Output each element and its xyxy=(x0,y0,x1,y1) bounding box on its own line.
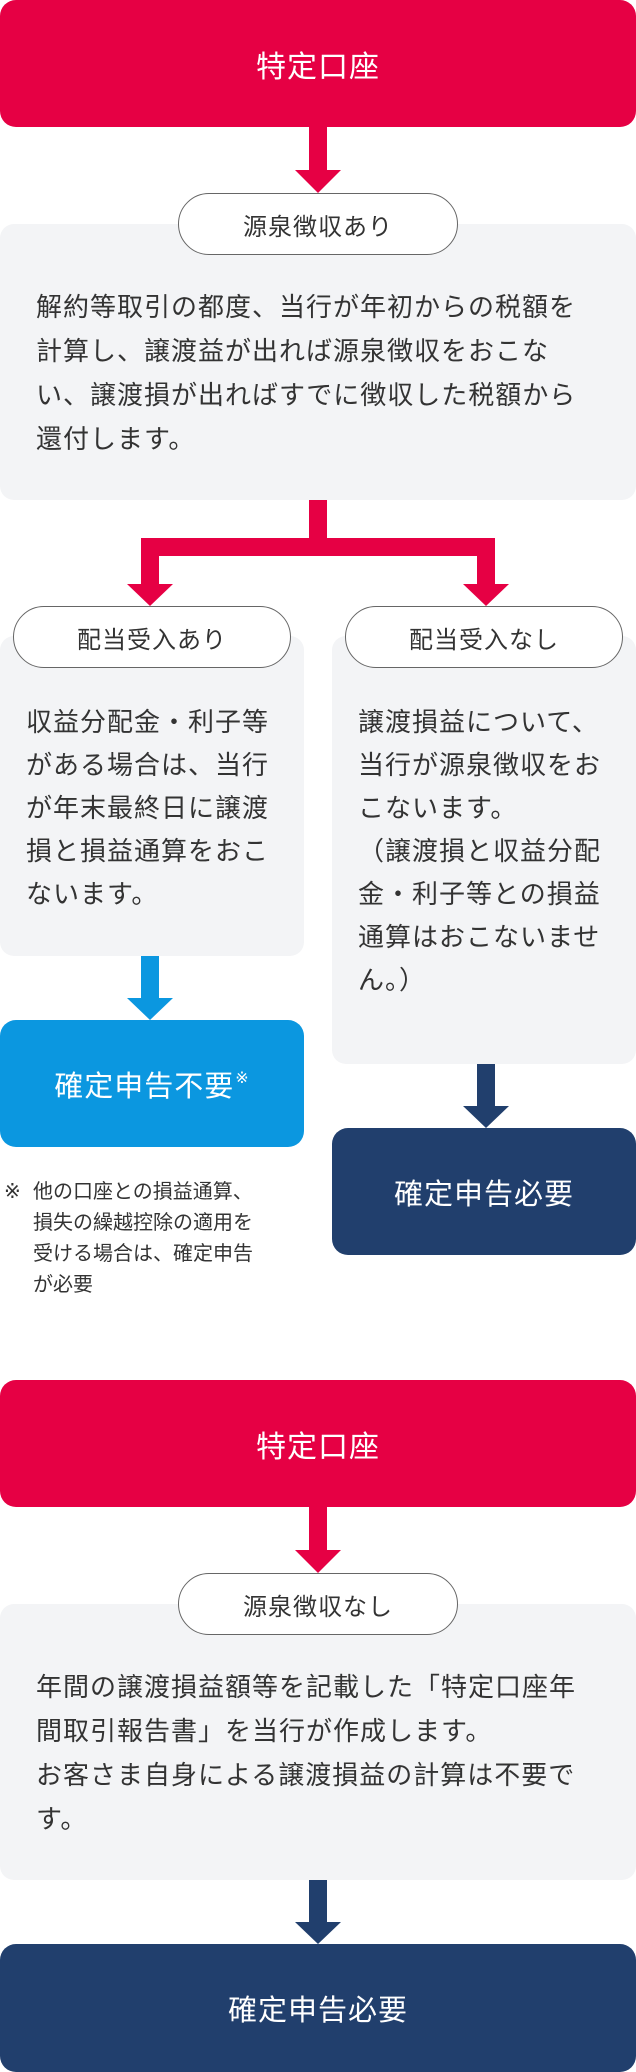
no-withholding-panel: 年間の譲渡損益額等を記載した「特定口座年 間取引報告書」を当行が作成します。 お… xyxy=(0,1604,636,1880)
arrow-shaft-1 xyxy=(309,127,327,171)
dividend-no-description: 譲渡損益について、 当行が源泉徴収をお こないます。 （譲渡損と収益分配 金・利… xyxy=(358,708,602,996)
arrow-head-1 xyxy=(295,170,341,193)
arrow-head-2 xyxy=(295,1550,341,1573)
no-withholding-description: 年間の譲渡損益額等を記載した「特定口座年 間取引報告書」を当行が作成します。 お… xyxy=(36,1673,577,1835)
filing-not-required-mark: ※ xyxy=(235,1068,250,1087)
dividend-yes-pill: 配当受入あり xyxy=(13,606,291,668)
arrow-shaft-2 xyxy=(309,1507,327,1551)
filing-required-label-2: 確定申告必要 xyxy=(227,1993,408,2027)
branch-stem xyxy=(309,500,327,542)
filing-required-box-1: 確定申告必要 xyxy=(332,1128,636,1255)
withholding-description-1: 解約等取引の都度、当行が年初からの税額を 計算し、譲渡益が出れば源泉徴収をおこな… xyxy=(36,293,577,455)
branch-left-shaft xyxy=(141,538,159,586)
filing-required-box-2: 確定申告必要 xyxy=(0,1944,636,2072)
specific-account-box-1: 特定口座 xyxy=(0,0,636,127)
specific-account-box-2: 特定口座 xyxy=(0,1380,636,1507)
arrow-head-right-result xyxy=(463,1106,509,1128)
filing-note: 他の口座との損益通算、 損失の繰越控除の適用を 受ける場合は、確定申告 が必要 xyxy=(33,1179,253,1296)
arrow-shaft-final xyxy=(309,1880,327,1924)
arrow-shaft-right-result xyxy=(477,1064,495,1108)
dividend-no-pill: 配当受入なし xyxy=(345,606,623,668)
dividend-yes-description: 収益分配金・利子等 がある場合は、当行 が年末最終日に譲渡 損と損益通算をおこ … xyxy=(26,708,270,910)
branch-right-head xyxy=(463,584,509,606)
withholding-label-1: 源泉徴収あり xyxy=(243,212,393,241)
filing-required-label-1: 確定申告必要 xyxy=(393,1176,574,1211)
arrow-head-final xyxy=(295,1922,341,1944)
dividend-no-label: 配当受入なし xyxy=(409,625,559,654)
dividend-no-panel: 譲渡損益について、 当行が源泉徴収をお こないます。 （譲渡損と収益分配 金・利… xyxy=(332,636,636,1064)
note-mark: ※ xyxy=(4,1179,21,1203)
arrow-head-left-result xyxy=(127,998,173,1020)
specific-account-label-2: 特定口座 xyxy=(256,1429,380,1465)
branch-bar xyxy=(141,538,495,556)
dividend-yes-panel: 収益分配金・利子等 がある場合は、当行 が年末最終日に譲渡 損と損益通算をおこ … xyxy=(0,636,304,956)
branch-left-head xyxy=(127,584,173,606)
filing-not-required-box: 確定申告不要※ xyxy=(0,1020,304,1147)
filing-not-required-label: 確定申告不要 xyxy=(54,1068,235,1103)
no-withholding-pill: 源泉徴収なし xyxy=(178,1573,458,1635)
dividend-yes-label: 配当受入あり xyxy=(77,625,227,654)
specific-account-label-1: 特定口座 xyxy=(256,49,380,85)
withholding-panel-1: 解約等取引の都度、当行が年初からの税額を 計算し、譲渡益が出れば源泉徴収をおこな… xyxy=(0,224,636,500)
withholding-pill-1: 源泉徴収あり xyxy=(178,193,458,255)
arrow-shaft-left-result xyxy=(141,956,159,1000)
no-withholding-label: 源泉徴収なし xyxy=(243,1592,393,1621)
branch-right-shaft xyxy=(477,538,495,586)
